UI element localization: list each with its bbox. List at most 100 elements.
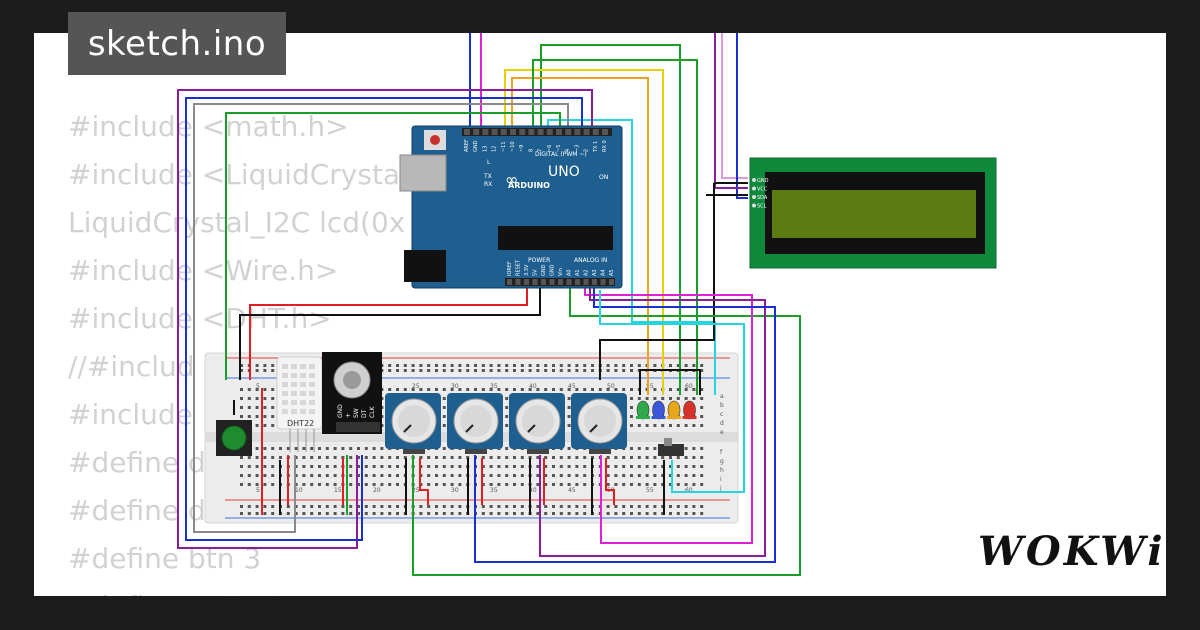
encoder-pin-label: DT [361,409,368,418]
arduino-pin[interactable] [565,129,572,135]
pin-label: A5 [609,269,615,276]
encoder-pin-label: + [345,413,352,418]
arduino-pin[interactable] [583,129,590,135]
arduino-pin[interactable] [524,279,529,285]
breadboard-number: 60 [685,383,693,390]
slide-switch[interactable] [658,438,684,456]
pin-label: 7 [538,149,544,152]
lcd-pin-label: SDA [757,195,768,201]
arduino-pin[interactable] [600,279,606,285]
arduino-pin[interactable] [546,129,553,135]
breadboard-letter: e [720,429,724,436]
breadboard-letter: d [720,420,724,427]
wire-cyan-a [599,290,745,493]
arduino-pin[interactable] [541,279,546,285]
wire-magenta-a [584,280,753,544]
arduino-pin[interactable] [549,279,555,285]
arduino-pin[interactable] [574,129,581,135]
pin-label: GND [550,264,556,276]
arduino-pin[interactable] [556,129,562,135]
arduino-pin[interactable] [558,279,563,285]
led[interactable] [636,400,650,420]
pin-label: A0 [567,269,573,276]
arduino-pin[interactable] [510,129,516,135]
arduino-pin[interactable] [532,279,538,285]
arduino-pin[interactable] [515,279,521,285]
lcd-pin-label: GND [757,178,769,184]
code-line: #include <LiquidCrystal [68,158,408,191]
wire-purple-a [539,285,766,557]
pin-label: A4 [601,269,607,276]
code-editor: #include <math.h>#include <LiquidCrystal… [68,103,408,596]
breadboard-letter: i [720,476,722,483]
dht-label: DHT22 [287,419,314,428]
arduino-pin[interactable] [592,279,597,285]
breadboard-letter: g [720,458,724,465]
rx-label: RX [484,181,492,188]
led[interactable] [682,400,697,420]
pin-label: ~11 [501,141,507,152]
on-label: ON [599,174,608,181]
potentiometer[interactable] [571,393,627,454]
lcd-pin[interactable] [752,178,756,182]
arduino-pin[interactable] [566,279,572,285]
pin-label: 4 [565,149,571,152]
wire-black-gnd [239,275,541,380]
wire-black-leds [639,369,701,395]
file-title: sketch.ino [87,23,267,64]
pin-label: GND [541,264,547,276]
arduino-pin[interactable] [507,279,512,285]
arduino-pin[interactable] [500,129,507,135]
arduino-pin[interactable] [583,279,589,285]
push-button[interactable] [216,420,252,456]
pin-label: A3 [592,269,598,276]
arduino-pin[interactable] [602,129,608,135]
breadboard-number: 30 [451,487,459,494]
breadboard-number: 10 [295,487,303,494]
dht22-sensor[interactable]: DHT22 [276,356,323,452]
lcd-pin[interactable] [752,195,756,199]
arduino-pin[interactable] [592,129,599,135]
breadboard-number: 45 [568,383,576,390]
pin-label: TX 1 [593,141,599,153]
led[interactable] [667,400,681,420]
board-model: UNO [548,164,580,180]
potentiometer[interactable] [385,393,441,454]
code-line: #define ... 0.10 [68,583,408,596]
breadboard-number: 55 [646,383,654,390]
encoder-pin-label: CLK [369,405,376,418]
arduino-pin[interactable] [473,129,480,135]
arduino-uno[interactable]: ∞ UNO ARDUINO DIGITAL (PWM ~) ANALOG IN … [399,125,623,289]
reset-button-icon[interactable] [430,135,440,145]
arduino-pin[interactable] [464,129,470,135]
led[interactable] [651,400,666,420]
arduino-pin[interactable] [537,129,544,135]
code-line: #define d [68,494,206,527]
wire-green-2 [532,59,698,395]
pin-label: ~3 [574,145,580,152]
potentiometer[interactable] [509,393,565,454]
arduino-pin[interactable] [575,279,580,285]
lcd-pin[interactable] [752,203,756,208]
code-line: //#includ [68,350,195,383]
board-brand: ARDUINO [508,181,550,190]
breadboard-number: 5 [256,383,260,390]
arduino-pin[interactable] [519,129,526,135]
code-line: #define d [68,446,206,479]
pin-label: Vin [558,268,564,276]
arduino-pin[interactable] [482,129,489,135]
arduino-pin[interactable] [528,129,535,135]
lcd-pin[interactable] [752,186,756,191]
tx-label: TX [483,173,492,180]
arduino-pin[interactable] [609,279,614,285]
wire-green-left [225,112,561,380]
potentiometer[interactable] [447,393,503,454]
arduino-pin[interactable] [491,129,498,135]
pin-label: IOREF [507,261,513,276]
